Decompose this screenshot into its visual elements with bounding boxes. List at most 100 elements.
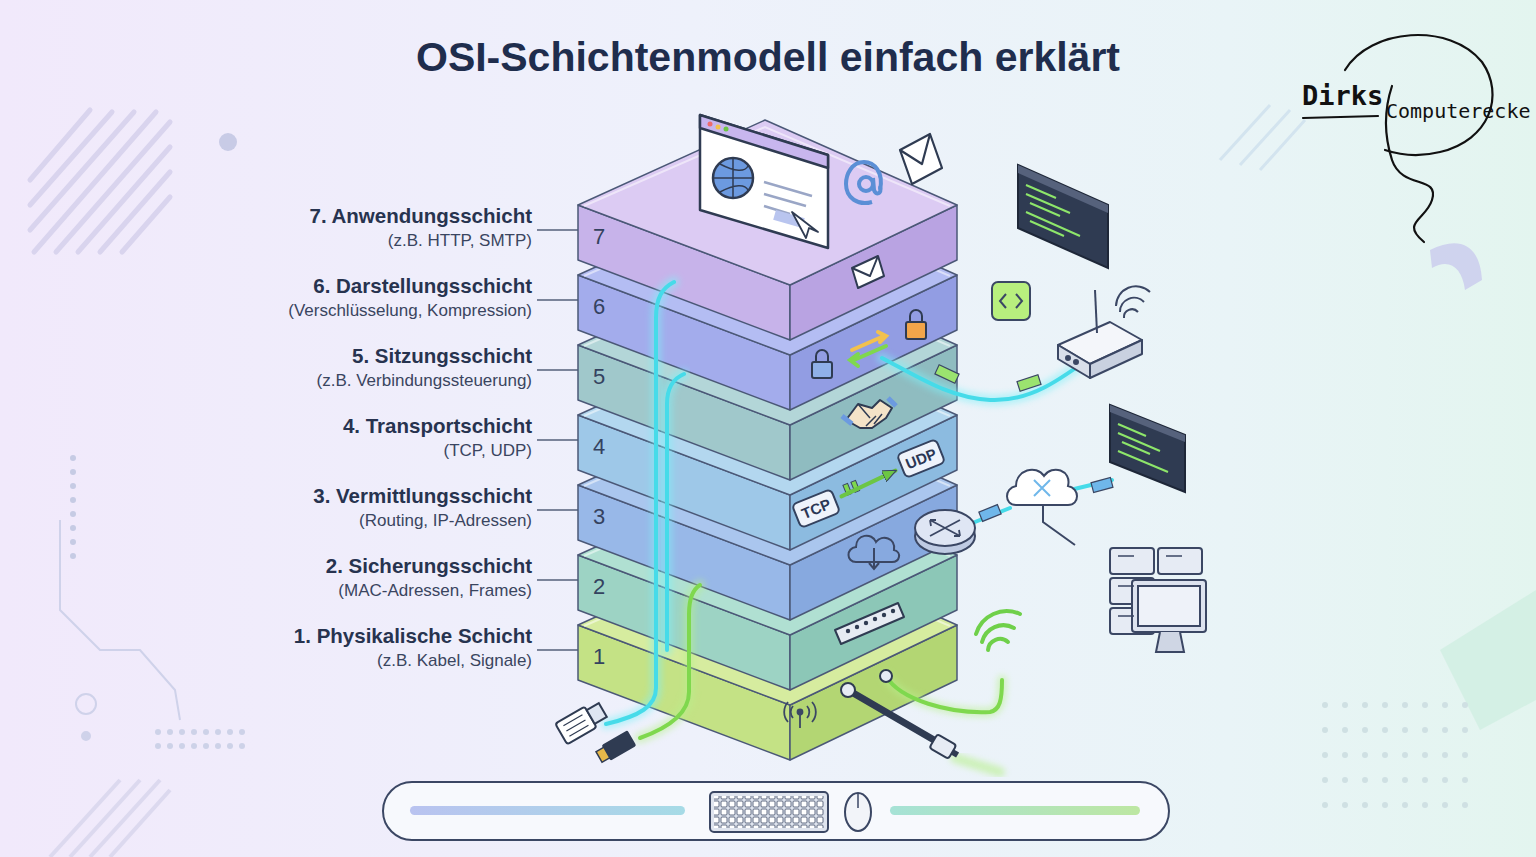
dot-grid	[1422, 727, 1428, 733]
coax-cable	[880, 670, 892, 682]
slab-highlight	[584, 407, 950, 486]
monitor-icon	[1110, 405, 1185, 492]
dot-column	[70, 483, 76, 489]
layer-number: 4	[593, 434, 605, 460]
data-packet	[979, 478, 1113, 522]
dot-grid	[203, 743, 209, 749]
dot-grid	[1322, 702, 1468, 808]
server-icon	[1138, 586, 1200, 626]
coax-cable	[886, 676, 1002, 712]
dot-grid	[1342, 752, 1348, 758]
switch-icon	[835, 603, 904, 644]
dot-grid	[167, 743, 173, 749]
slab-highlight	[584, 337, 950, 416]
envelope-icon	[900, 134, 930, 164]
switch-icon	[882, 613, 886, 617]
stripe-decoration	[30, 112, 134, 230]
router-icon	[1058, 286, 1150, 378]
dot-grid	[1342, 802, 1348, 808]
router-icon	[1116, 286, 1150, 318]
dot-grid	[239, 743, 245, 749]
layer-examples: (z.B. Kabel, Signale)	[202, 651, 532, 671]
dot-grid	[239, 729, 245, 735]
switch-icon	[846, 609, 895, 633]
dot-grid	[1322, 802, 1328, 808]
dot-grid	[179, 743, 185, 749]
layer-examples: (MAC-Adressen, Frames)	[202, 581, 532, 601]
dot-grid	[167, 729, 173, 735]
server-icon	[1132, 580, 1206, 632]
envelope-icon	[852, 256, 878, 276]
switch-icon	[846, 629, 850, 633]
layer-number: 5	[593, 364, 605, 390]
network-cable	[640, 585, 700, 738]
wifi-icon	[988, 639, 1008, 650]
dot-grid	[1422, 752, 1428, 758]
exchange-arrows	[850, 346, 886, 366]
stripe-decoration	[70, 780, 140, 857]
browser-window-icon	[713, 158, 753, 198]
leader-line	[537, 369, 578, 371]
plug	[601, 730, 636, 761]
layer-number: 7	[593, 224, 605, 250]
dot-grid	[1442, 727, 1448, 733]
slab-top-face	[578, 540, 957, 705]
lock-icon	[812, 350, 832, 378]
dot-grid	[179, 729, 185, 735]
wifi-icon	[976, 611, 1020, 634]
layer-name: 4. Transportschicht	[202, 414, 532, 438]
lock-icon	[906, 310, 926, 339]
cloud-icon	[1043, 505, 1075, 545]
dot-grid	[1322, 727, 1328, 733]
slab-highlight	[584, 197, 950, 276]
layer-name: 6. Darstellungsschicht	[202, 274, 532, 298]
stripe-decoration	[1220, 105, 1305, 170]
network-cable	[975, 480, 1112, 522]
browser-window-icon	[700, 115, 828, 168]
data-packet	[935, 365, 959, 383]
dot-grid	[1422, 802, 1428, 808]
stripe-decoration	[50, 780, 170, 857]
dot-grid	[155, 729, 161, 735]
slab-top-face	[578, 330, 957, 495]
slab-highlight	[584, 547, 950, 626]
monitor-icon	[1118, 424, 1168, 472]
cloud-symbol	[849, 536, 900, 569]
dot-grid	[155, 743, 161, 749]
data-packet	[1017, 375, 1041, 391]
layer-examples: (Routing, IP-Adressen)	[202, 511, 532, 531]
server-icon	[1110, 578, 1154, 604]
router-icon	[1074, 360, 1078, 364]
antenna-symbol	[799, 714, 801, 728]
input-bar	[714, 796, 824, 828]
dot-grid	[203, 729, 209, 735]
browser-window-icon	[792, 212, 818, 238]
stripe-decoration	[122, 197, 170, 252]
layer-name: 1. Physikalische Schicht	[202, 624, 532, 648]
monitor-icon	[1018, 165, 1108, 268]
stripe-decoration	[100, 172, 170, 252]
envelope-icon	[900, 134, 942, 184]
lock-icon	[910, 310, 922, 322]
at-sign-icon	[859, 177, 873, 191]
lock-icon	[812, 362, 832, 378]
dot-grid	[1422, 702, 1428, 708]
rj45-plug	[555, 707, 596, 745]
dot-column	[70, 525, 76, 531]
dot-grid	[1402, 752, 1408, 758]
browser-window-icon	[716, 125, 721, 130]
leader-line	[537, 579, 578, 581]
router-icon	[915, 518, 975, 554]
coax-cable	[841, 670, 1002, 772]
network-cable	[606, 282, 1112, 738]
dot-grid	[1362, 777, 1368, 783]
data-packet	[1091, 478, 1113, 493]
stripe-decoration	[1220, 105, 1270, 160]
exchange-arrows	[852, 332, 886, 350]
dot-grid	[1462, 727, 1468, 733]
layer-number: 6	[593, 294, 605, 320]
dot-grid	[1442, 752, 1448, 758]
plug	[596, 747, 610, 762]
handshake-icon	[842, 398, 896, 428]
